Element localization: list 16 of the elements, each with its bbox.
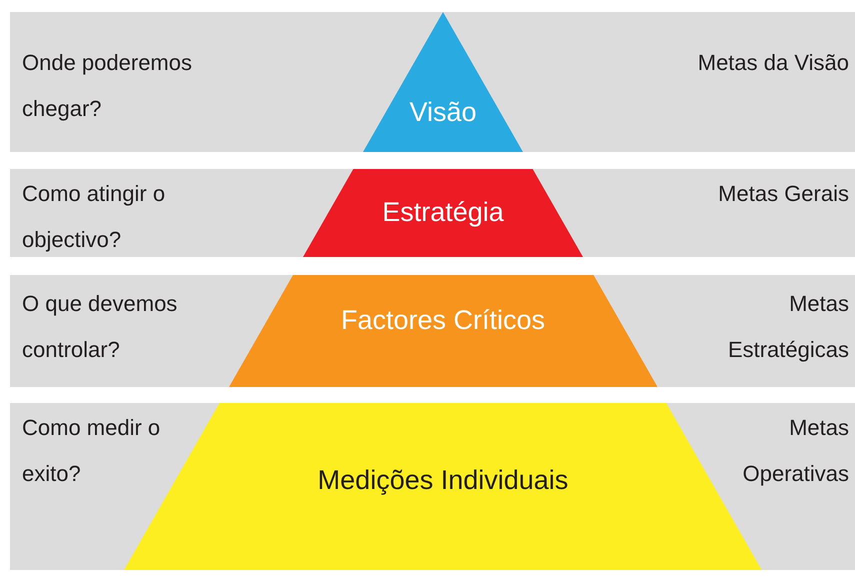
question-text: Onde poderemos chegar? xyxy=(22,49,193,123)
level-title: Medições Individuais xyxy=(318,465,568,495)
question-text: Como atingir o objectivo? xyxy=(22,180,166,254)
question-text: Como medir o exito? xyxy=(22,414,162,488)
goal-text: Metas da Visão xyxy=(696,49,849,77)
goal-text: Metas Operativas xyxy=(742,414,849,488)
question-text: O que devemos controlar? xyxy=(22,290,178,364)
level-title: Estratégia xyxy=(382,197,504,227)
level-band xyxy=(10,169,855,257)
level-title: Factores Críticos xyxy=(340,305,545,335)
level-band xyxy=(10,403,855,570)
level-band xyxy=(10,275,855,387)
goal-text: Metas Estratégicas xyxy=(726,290,849,364)
level-band xyxy=(10,12,855,152)
goal-text: Metas Gerais xyxy=(717,180,849,208)
level-title: Visão xyxy=(409,97,477,127)
